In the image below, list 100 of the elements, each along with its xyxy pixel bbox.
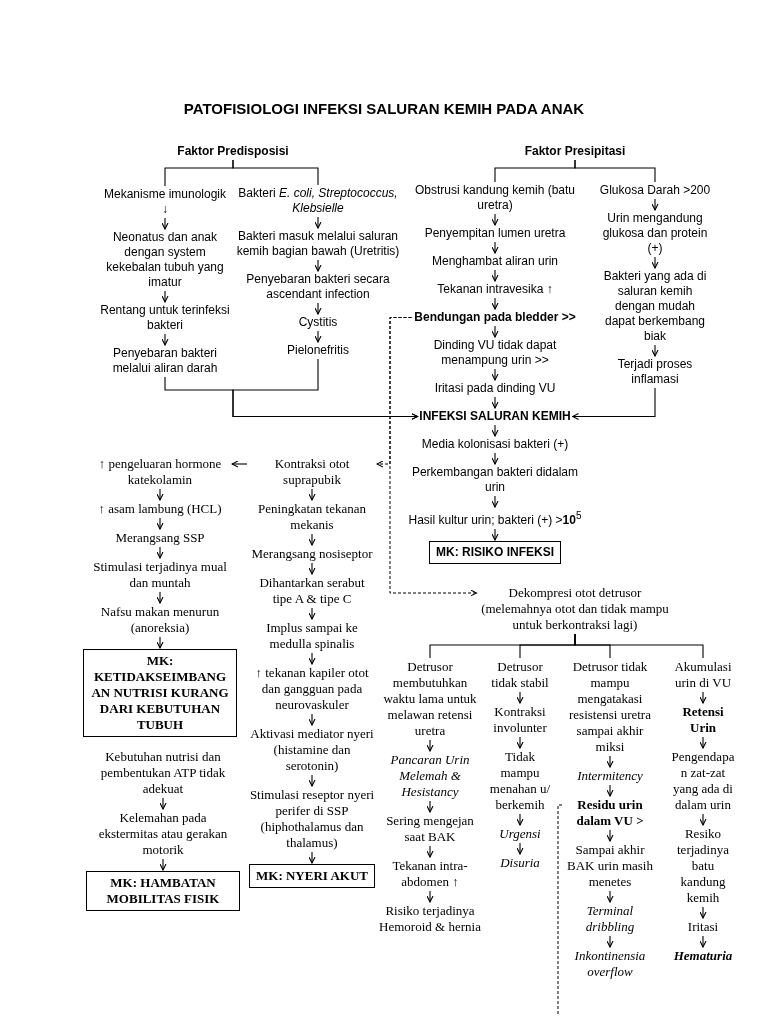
step-text: Hasil kultur urin; bakteri (+) >10$^{5}$ bbox=[408, 508, 582, 528]
step-text: Pielonefritis bbox=[287, 343, 349, 358]
arrow bbox=[426, 890, 434, 903]
arrow bbox=[606, 935, 614, 948]
arrow bbox=[491, 452, 499, 465]
step-text: Detrusor tidak stabil bbox=[485, 659, 555, 691]
step-text: Retensi Urin bbox=[670, 704, 736, 736]
arrow bbox=[156, 517, 164, 530]
arrow bbox=[699, 906, 707, 919]
arrow bbox=[491, 325, 499, 338]
arrow bbox=[491, 368, 499, 381]
diagnosis-box: MK: KETIDAKSEIMBANGAN NUTRISI KURANG DARI KEBUTUHAN TUBUH bbox=[83, 649, 237, 737]
step-text: Cystitis bbox=[298, 315, 338, 330]
step-text: Bakteri masuk melalui saluran kemih bagian bawah (Uretritis) bbox=[228, 229, 408, 259]
step-text: Kebutuhan nutrisi dan pembentukan ATP tidak adekuat bbox=[93, 749, 233, 797]
step-text: Terminal dribbling bbox=[564, 903, 656, 935]
arrow bbox=[606, 890, 614, 903]
step-text: Penyebaran bakteri melalui aliran darah bbox=[100, 346, 230, 376]
step-text: Terjadi proses inflamasi bbox=[598, 357, 712, 387]
step-text: Penyempitan lumen uretra bbox=[424, 226, 566, 241]
arrow bbox=[651, 198, 659, 211]
step-text: Merangsang nosiseptor bbox=[251, 546, 373, 562]
arrow bbox=[232, 358, 419, 421]
step-text: Tekanan intra-abdomen ↑ bbox=[376, 858, 484, 890]
arrow bbox=[426, 845, 434, 858]
step-text: Inkontinensia overflow bbox=[564, 948, 656, 980]
arrow bbox=[314, 302, 322, 315]
section-heading: Faktor Predisposisi bbox=[177, 144, 289, 159]
dashed-line bbox=[557, 804, 563, 1016]
step-text: ↑ asam lambung (HCL) bbox=[98, 501, 222, 517]
step-text: Intermitency bbox=[577, 768, 643, 784]
step-text: INFEKSI SALURAN KEMIH bbox=[419, 409, 571, 424]
section-heading: Faktor Presipitasi bbox=[524, 144, 626, 159]
arrow bbox=[308, 562, 316, 575]
step-text: Kontraksi involunter bbox=[485, 704, 555, 736]
step-text: Merangsang SSP bbox=[115, 530, 205, 546]
step-text: Mekanisme imunologik ↓ bbox=[100, 187, 230, 217]
arrow bbox=[231, 460, 248, 468]
step-text: Pengendapan zat-zat yang ada di dalam urin bbox=[670, 749, 736, 813]
arrow bbox=[156, 636, 164, 649]
arrow bbox=[491, 396, 499, 409]
arrow bbox=[699, 691, 707, 704]
step-text: Obstrusi kandung kemih (batu uretra) bbox=[405, 183, 585, 213]
connector-line bbox=[574, 633, 704, 659]
arrow bbox=[491, 297, 499, 310]
step-text: Bakteri E. coli, Streptococcus, Klebsielle bbox=[228, 186, 408, 216]
arrow bbox=[314, 259, 322, 272]
step-text: Urin mengandung glukosa dan protein (+) bbox=[598, 211, 712, 256]
arrow bbox=[308, 607, 316, 620]
step-text: Aktivasi mediator nyeri (histamine dan serotonin) bbox=[249, 726, 375, 774]
step-text: Hematuria bbox=[673, 948, 733, 964]
step-text: ↑ tekanan kapiler otot dan gangguan pada neurovaskuler bbox=[249, 665, 375, 713]
step-text: Neonatus dan anak dengan system kekebalan tubuh yang imatur bbox=[100, 230, 230, 290]
connector-line bbox=[574, 159, 656, 183]
arrow bbox=[156, 546, 164, 559]
step-text: Nafsu makan menurun (anoreksia) bbox=[90, 604, 230, 636]
step-text: Risiko terjadinya Hemoroid & hernia bbox=[376, 903, 484, 935]
arrow bbox=[308, 774, 316, 787]
dashed-arrow bbox=[389, 317, 478, 597]
step-text: Dekompresi otot detrusor (melemahnya otot dan tidak mampu untuk berkontraksi lagi) bbox=[478, 585, 672, 633]
diagnosis-box: MK: RISIKO INFEKSI bbox=[429, 541, 561, 564]
step-text: Detrusor tidak mampu mengatakasi resistensi uretra sampai akhir miksi bbox=[564, 659, 656, 755]
step-text: Perkembangan bakteri didalam urin bbox=[405, 465, 585, 495]
arrow bbox=[161, 333, 169, 346]
arrow bbox=[651, 256, 659, 269]
step-text: Kontraksi otot suprapubik bbox=[249, 456, 375, 488]
step-text: Dinding VU tidak dapat menampung urin >> bbox=[405, 338, 585, 368]
arrow bbox=[308, 652, 316, 665]
arrow bbox=[491, 269, 499, 282]
arrow bbox=[491, 213, 499, 226]
arrow bbox=[699, 813, 707, 826]
step-text: Sampai akhir BAK urin masih menetes bbox=[564, 842, 656, 890]
arrow bbox=[308, 488, 316, 501]
arrow bbox=[159, 797, 167, 810]
step-text: Kelemahan pada ekstermitas atau gerakan motorik bbox=[93, 810, 233, 858]
arrow bbox=[491, 241, 499, 254]
step-text: Peningkatan tekanan mekanis bbox=[249, 501, 375, 533]
step-text: Menghambat aliran urin bbox=[431, 254, 559, 269]
step-text: Detrusor membutuhkan waktu lama untuk melawan retensi uretra bbox=[376, 659, 484, 739]
arrow bbox=[308, 851, 316, 864]
arrow bbox=[516, 813, 524, 826]
step-text: Media kolonisasi bakteri (+) bbox=[421, 437, 569, 452]
step-text: Tidak mampu menahan u/ berkemih bbox=[485, 749, 555, 813]
step-text: Stimulasi terjadinya mual dan muntah bbox=[90, 559, 230, 591]
diagnosis-box: MK: HAMBATAN MOBILITAS FISIK bbox=[86, 871, 240, 911]
step-text: Urgensi bbox=[499, 826, 541, 842]
arrow bbox=[491, 424, 499, 437]
step-text: Glukosa Darah >200 bbox=[599, 183, 711, 198]
step-text: Stimulasi reseptor nyeri perifer di SSP (hiphothalamus dan thalamus) bbox=[249, 787, 375, 851]
arrow bbox=[651, 344, 659, 357]
step-text: Akumulasi urin di VU bbox=[670, 659, 736, 691]
step-text: Penyebaran bakteri secara ascendant infection bbox=[228, 272, 408, 302]
connector-line bbox=[232, 159, 319, 186]
arrow bbox=[516, 842, 524, 855]
arrow bbox=[699, 736, 707, 749]
arrow bbox=[699, 935, 707, 948]
arrow bbox=[606, 784, 614, 797]
arrow bbox=[308, 713, 316, 726]
arrow bbox=[314, 216, 322, 229]
arrow bbox=[606, 755, 614, 768]
